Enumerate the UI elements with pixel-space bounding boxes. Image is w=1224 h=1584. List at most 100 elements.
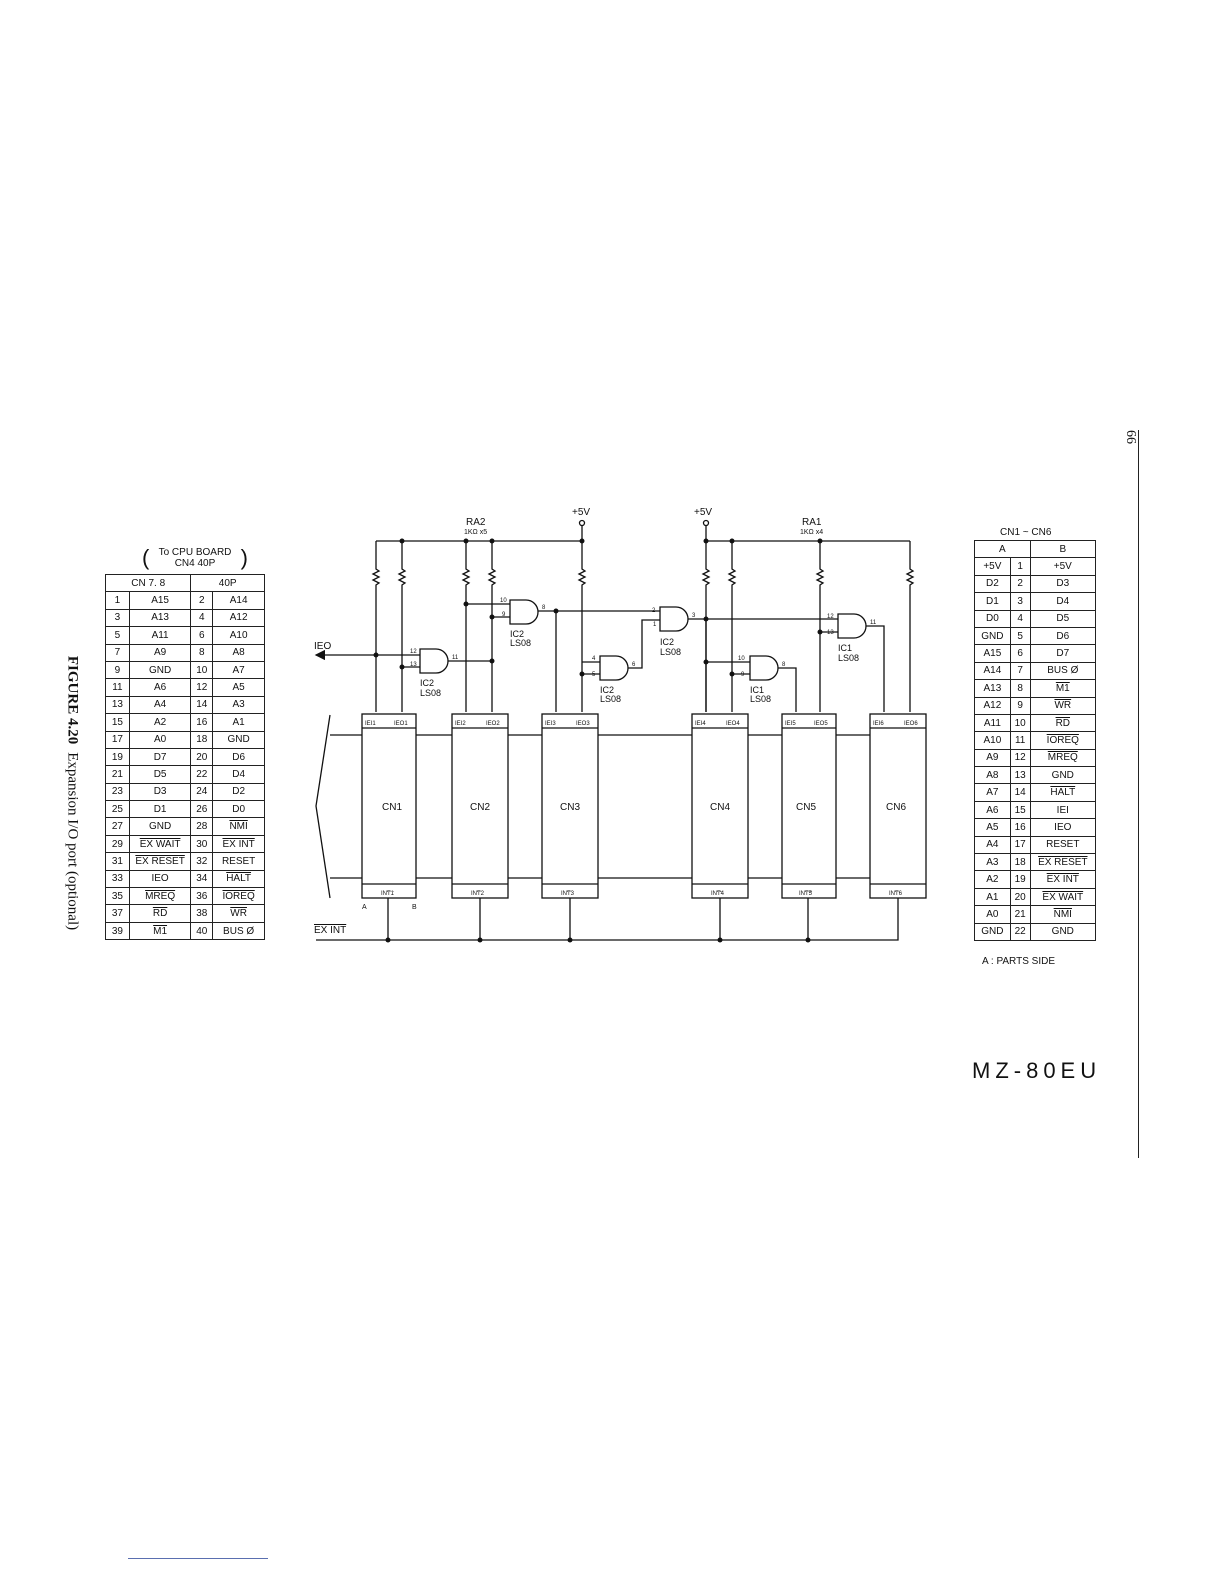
- table-header: CN 7. 8 40P: [104, 573, 265, 593]
- table-cell: GND: [974, 626, 1011, 646]
- gate2-pin-in2: 9: [502, 612, 506, 618]
- table-header: A B: [974, 539, 1097, 559]
- and-gate-4: [659, 606, 689, 632]
- connector-cn6: [869, 713, 927, 899]
- parts-side-note: A : PARTS SIDE: [982, 956, 1055, 967]
- connector-cn5: [781, 713, 837, 899]
- wire: [688, 618, 838, 712]
- gate5-type: LS08: [750, 694, 771, 704]
- gate2-pin-in1: 10: [500, 598, 507, 604]
- bottom-rule: [128, 1558, 268, 1559]
- table-cell: GND: [1029, 922, 1097, 941]
- gate6-pin-in2: 13: [827, 630, 834, 636]
- gate3-pin-out: 6: [632, 662, 636, 668]
- table-cell: A7: [974, 783, 1011, 802]
- resistor: [815, 541, 825, 712]
- table-cell: A2: [974, 870, 1011, 889]
- cn6-iei: IEI6: [873, 721, 884, 727]
- gate1-pin-in2: 13: [410, 662, 417, 668]
- cn5-ieo: IEO5: [814, 721, 828, 727]
- gate6-pin-in1: 12: [827, 614, 834, 620]
- table-cell: M1: [128, 921, 192, 941]
- cn6-name: CN6: [886, 802, 906, 813]
- gate5-pin-in2: 9: [741, 672, 745, 678]
- wire: [820, 625, 885, 712]
- gate5-pin-out: 8: [782, 662, 786, 668]
- cn4-iei: IEI4: [695, 721, 706, 727]
- gate4-pin-in1: 2: [652, 608, 656, 614]
- wire: [706, 661, 797, 712]
- resistor: [701, 541, 711, 712]
- cn-range-note: CN1 ~ CN6: [1000, 527, 1052, 538]
- cpu-board-note: ( To CPU BOARD CN4 40P ): [140, 545, 250, 570]
- edge-b-label: B: [412, 904, 417, 911]
- vcc-left-terminal: [578, 519, 586, 527]
- table-cell: D1: [128, 800, 192, 819]
- cn1-iei: IEI1: [365, 721, 376, 727]
- cn2-name: CN2: [470, 802, 490, 813]
- connector-cn1: [361, 713, 417, 899]
- resistor: [727, 541, 737, 712]
- table-cell: D3: [1029, 574, 1097, 594]
- and-gate-2: [509, 599, 539, 625]
- model-name: MZ-80EU: [972, 1058, 1102, 1083]
- cn1-int: INT1: [381, 891, 395, 897]
- cn3-ieo: IEO3: [576, 721, 590, 727]
- gate3-type: LS08: [600, 694, 621, 704]
- vcc-right-label: +5V: [694, 507, 712, 518]
- ra2-value: 1KΩ x5: [464, 529, 487, 536]
- resistor: [577, 541, 587, 712]
- gate1-ic: IC2: [420, 678, 434, 688]
- gate5-ic: IC1: [750, 685, 764, 695]
- gate1-pin-out: 11: [452, 655, 459, 661]
- paren-left-icon: (: [142, 545, 150, 570]
- edge-a-label: A: [362, 904, 367, 911]
- cn6-int: INT6: [889, 891, 903, 897]
- cn6-ieo: IEO6: [904, 721, 918, 727]
- gate3-pin-in1: 4: [592, 656, 596, 662]
- cn1-name: CN1: [382, 802, 402, 813]
- cn2-iei: IEI2: [455, 721, 466, 727]
- connector-cn3: [541, 713, 599, 899]
- connector-cn4: [691, 713, 749, 899]
- gate2-type: LS08: [510, 638, 531, 648]
- gate3-pin-in2: 5: [592, 672, 596, 678]
- resistor: [397, 541, 407, 712]
- gate2-ic: IC2: [510, 629, 524, 639]
- exint-line: [387, 898, 899, 941]
- ra1-name: RA1: [802, 517, 822, 528]
- exint-label: EX INT: [314, 925, 346, 936]
- resistor: [905, 541, 915, 712]
- gate6-ic: IC1: [838, 643, 852, 653]
- resistor: [371, 541, 381, 712]
- and-gate-5: [749, 655, 779, 681]
- table-cell: EX RESET: [1029, 853, 1097, 872]
- cn4-int: INT4: [711, 891, 725, 897]
- gate5-pin-in1: 10: [738, 656, 745, 662]
- and-gate-3: [599, 655, 629, 681]
- paren-right-icon: ): [240, 545, 248, 570]
- table-cell: BUS Ø: [212, 921, 265, 941]
- gate6-type: LS08: [838, 653, 859, 663]
- cn3-int: INT3: [561, 891, 575, 897]
- vcc-right-terminal: [702, 519, 710, 527]
- cn4-name: CN4: [710, 802, 730, 813]
- and-gate-1: [419, 648, 449, 674]
